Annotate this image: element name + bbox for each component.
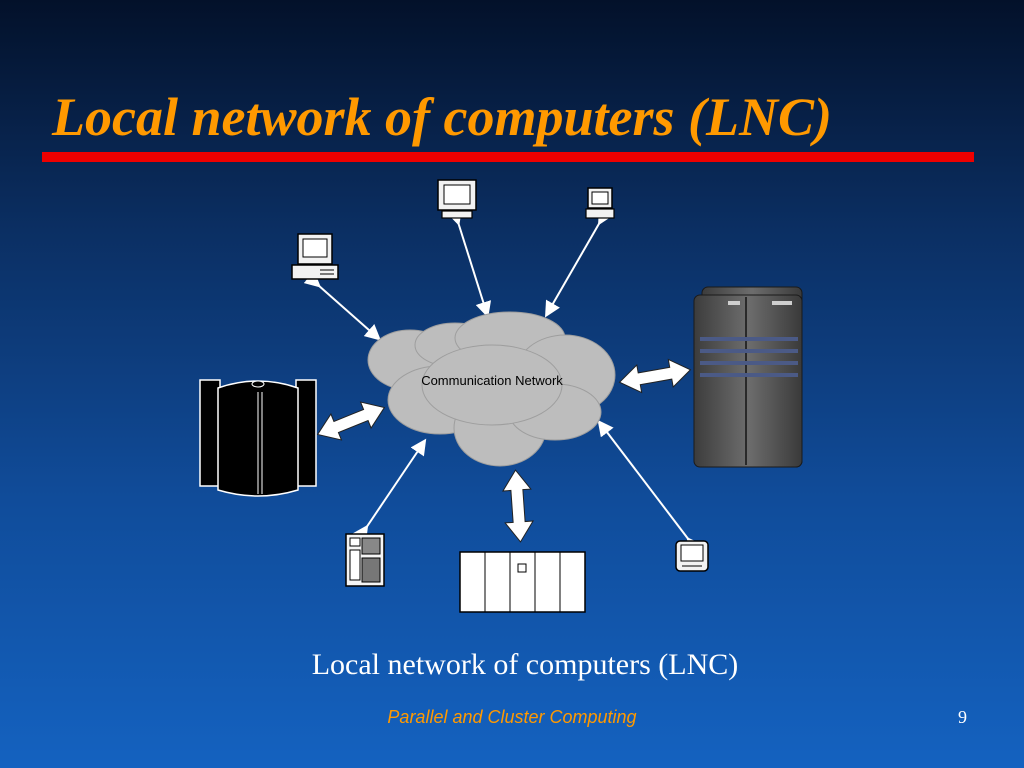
link-desktop-right	[545, 207, 613, 318]
link-tower-server	[352, 438, 427, 543]
desktop-computer-icon	[585, 187, 615, 219]
mainframe-icon	[199, 379, 317, 497]
cloud-icon: Communication Network	[367, 311, 616, 467]
cabinet-cluster-icon	[459, 551, 586, 613]
connection-lines	[303, 207, 703, 555]
network-label: Communication Network	[421, 373, 563, 388]
link-desktop-top	[446, 208, 492, 318]
desktop-computer-icon	[291, 233, 339, 280]
terminal-icon	[675, 540, 709, 572]
desktop-computer-icon	[437, 179, 477, 219]
link-desktop-left	[303, 271, 381, 341]
server-rack-icon	[693, 286, 803, 468]
footer-course-title: Parallel and Cluster Computing	[387, 707, 637, 727]
double-arrow-server-rack	[618, 358, 692, 394]
diagram-caption: Local network of computers (LNC)	[311, 648, 739, 681]
slide-title: Local network of computers (LNC)	[52, 87, 832, 147]
thick-arrows	[316, 358, 692, 543]
double-arrow-mainframe	[316, 401, 386, 441]
tower-server-icon	[345, 533, 385, 587]
link-terminal	[597, 419, 703, 555]
double-arrow-cabinet	[501, 469, 535, 543]
title-underline	[42, 152, 974, 162]
page-number: 9	[958, 707, 967, 727]
